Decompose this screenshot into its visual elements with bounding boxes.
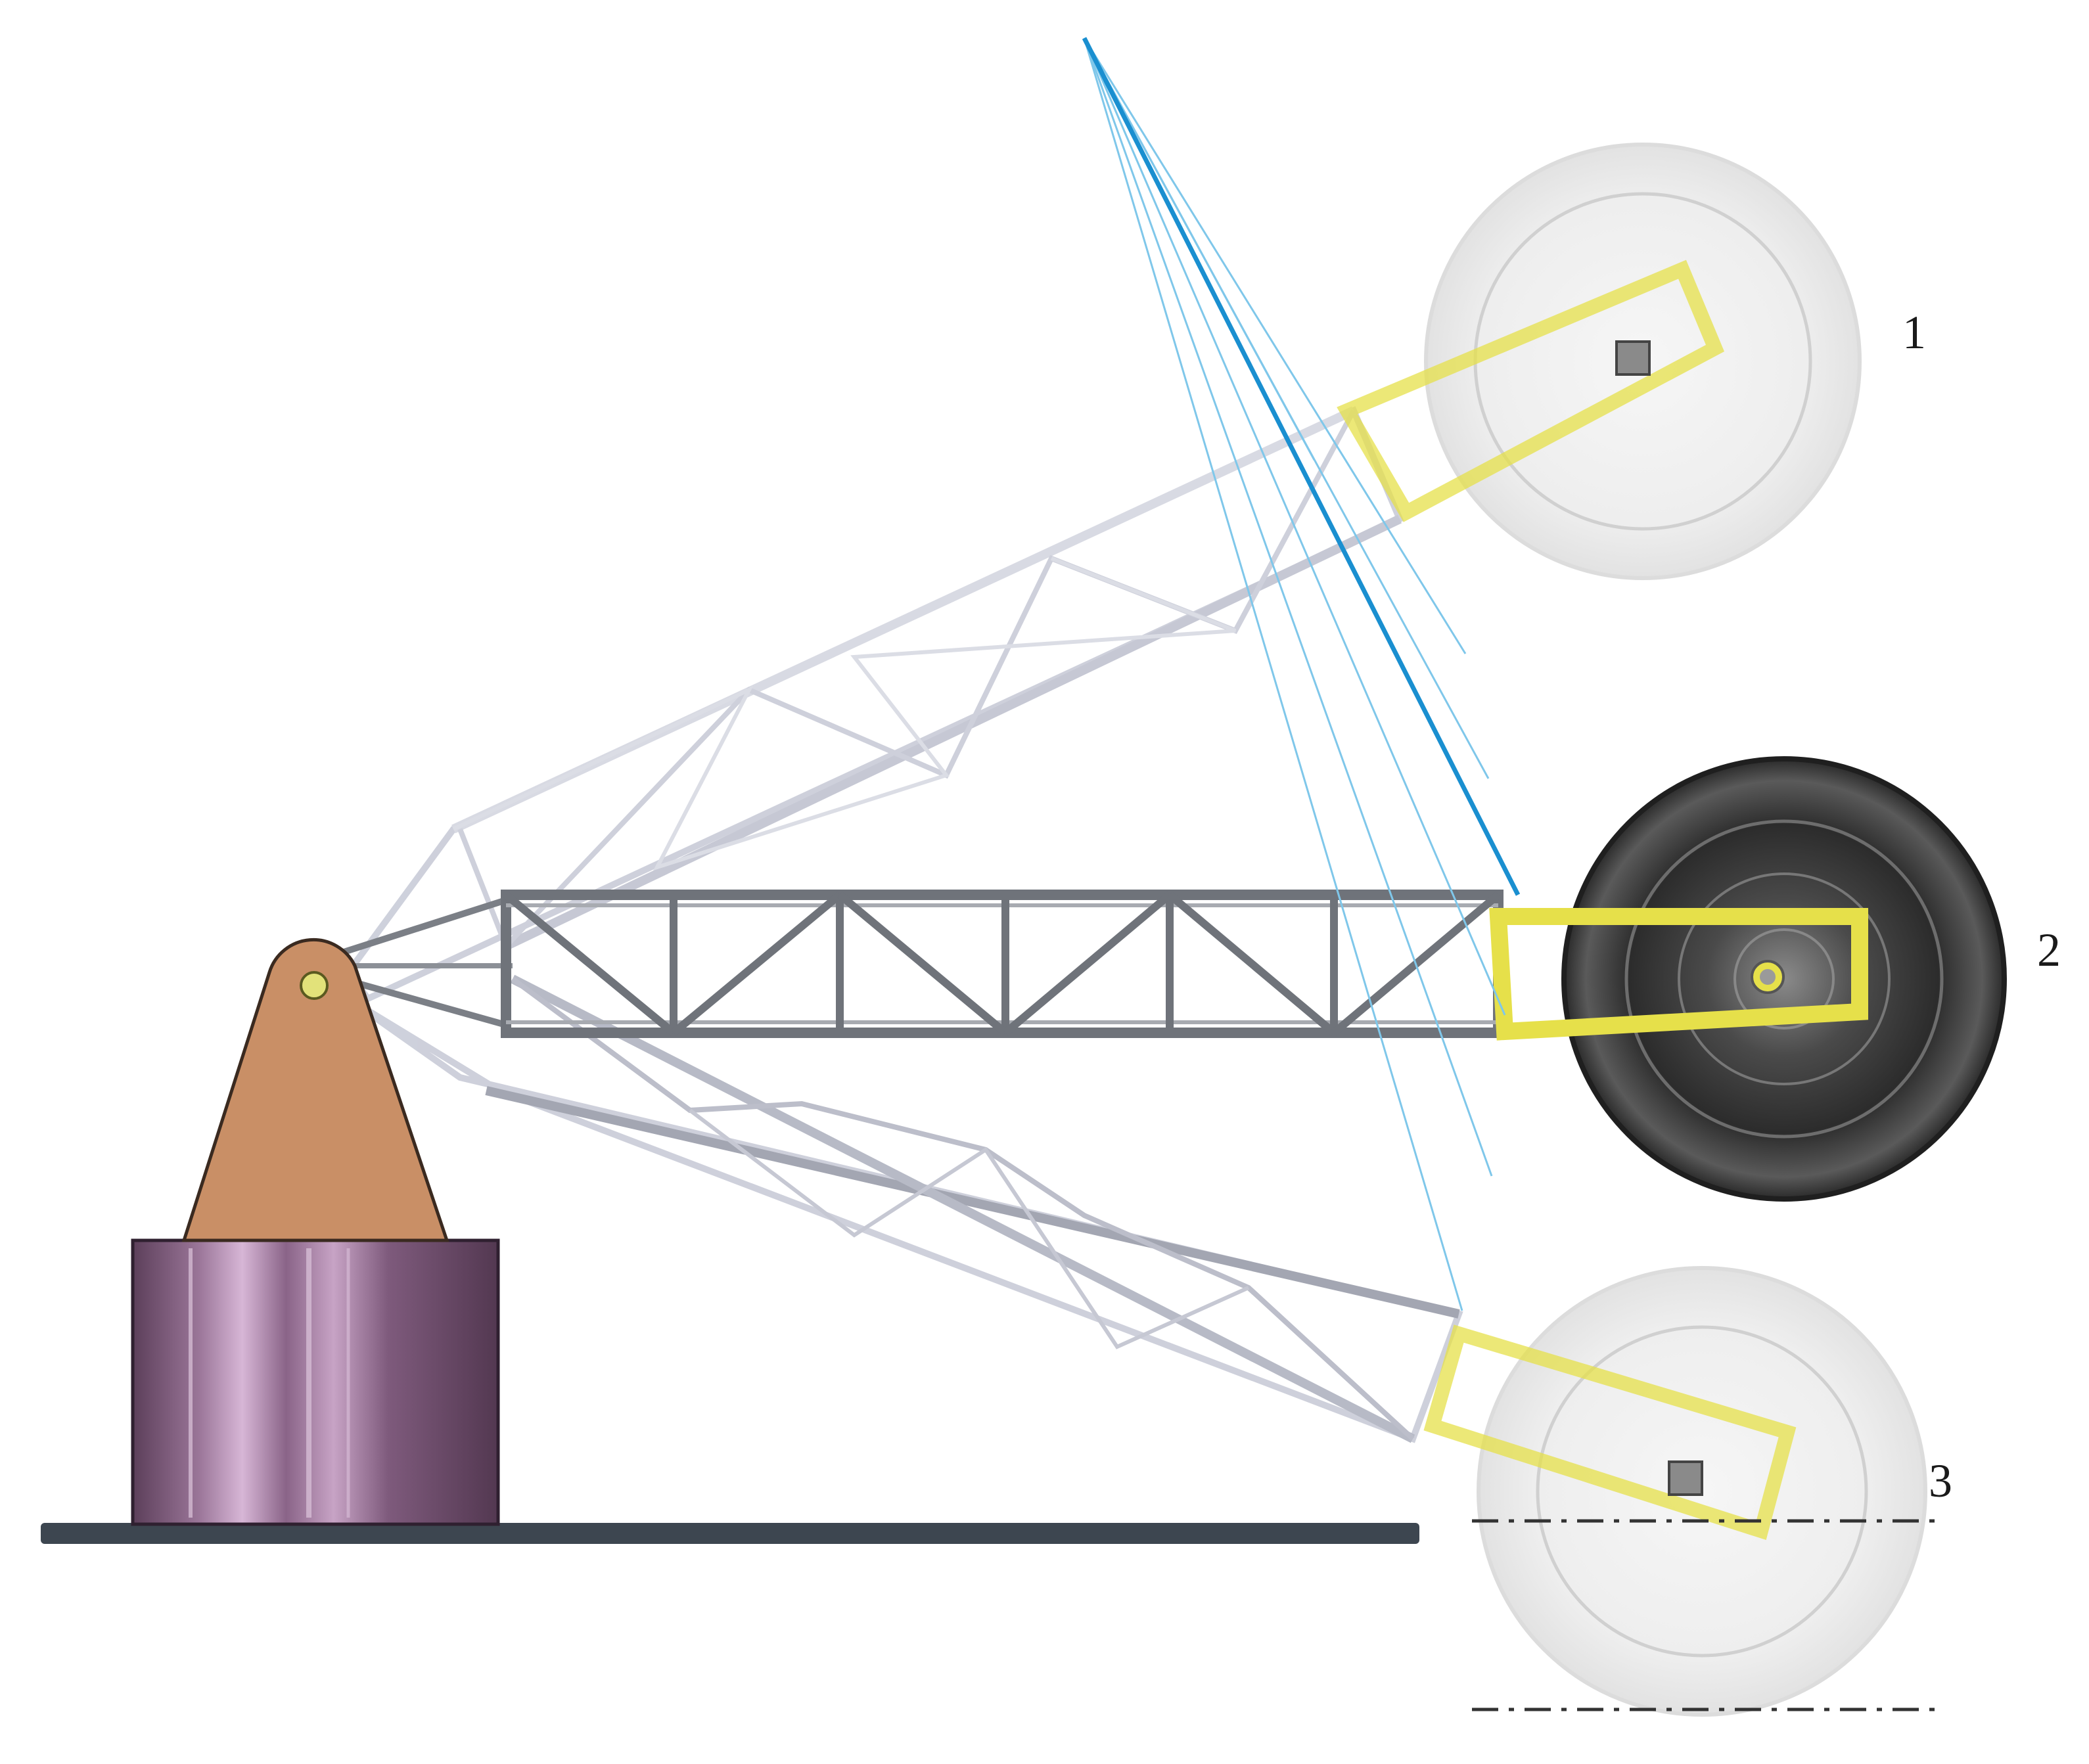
boom-active-position-2: [340, 890, 1504, 1038]
wheel-ghost-position-3: [1423, 1266, 1927, 1717]
centerlines: [1472, 1519, 1939, 1711]
yoke-position-1: [1337, 260, 1725, 522]
label-position-3: 3: [1929, 1455, 1952, 1507]
boom-ghost-position-3: [346, 974, 1463, 1443]
yoke-position-2: [1489, 908, 1868, 1041]
pedestal: [131, 1238, 500, 1526]
label-position-1: 1: [1902, 306, 1926, 359]
pivot-bracket: [181, 938, 449, 1242]
pivot-pin: [300, 971, 329, 1000]
light-rays: [1083, 37, 1506, 1311]
label-position-2: 2: [2037, 924, 2061, 976]
ground-plate: [41, 1523, 1419, 1544]
main-light-ray: [1082, 37, 1521, 896]
wheel-ghost-position-1: [1337, 143, 1862, 580]
yoke-position-3: [1423, 1324, 1797, 1540]
wheel-active-position-2: [1489, 756, 2007, 1202]
